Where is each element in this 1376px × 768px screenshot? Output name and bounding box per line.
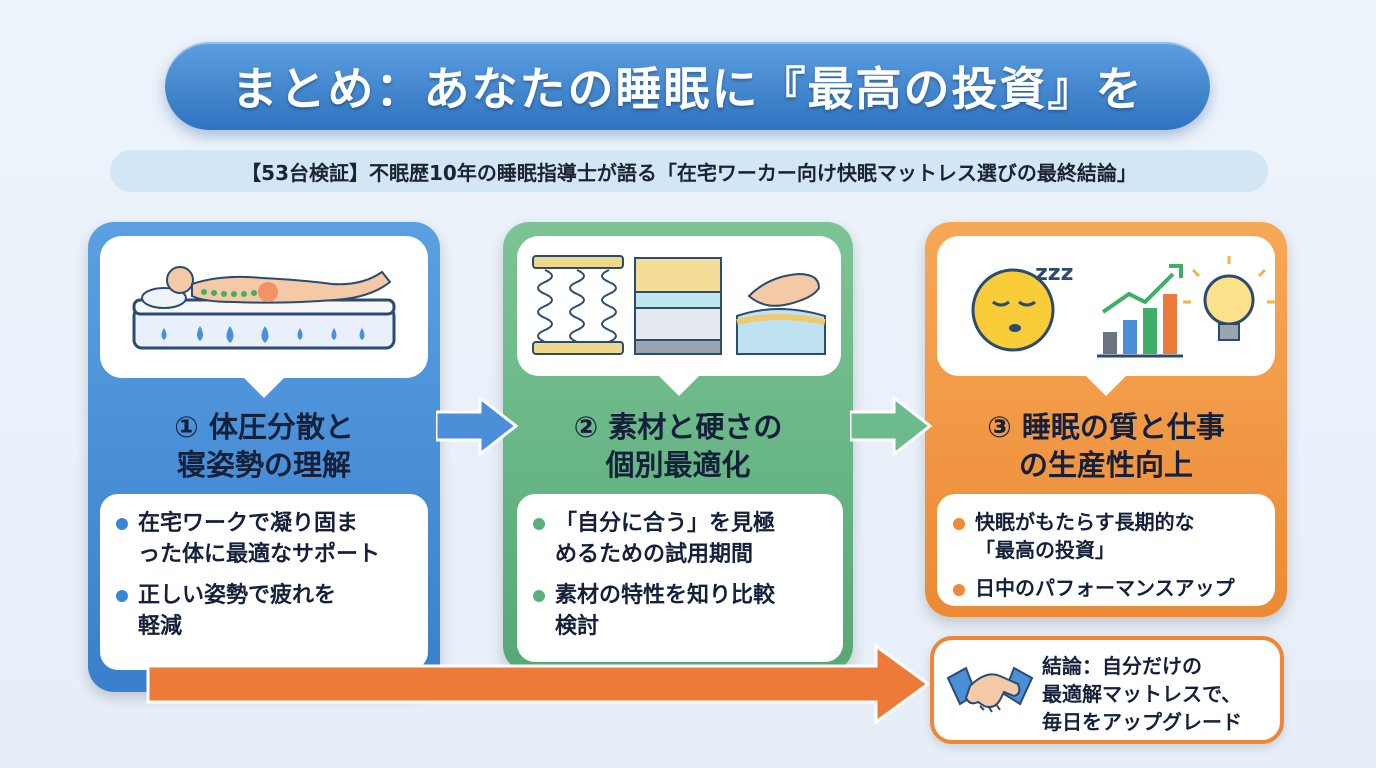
long-arrow-icon [146,643,931,725]
mattress-materials-icon [532,255,826,355]
card-sleep-productivity: zzz ③ 睡眠の質と仕事 の生産性向上 快眠がもたらす長期的な「最高の投資」 [925,222,1287,617]
bullet-dot [953,584,965,596]
handshake-icon [946,666,1034,713]
bullet-panel: 在宅ワークで凝り固まった体に最適なサポート 正しい姿勢で疲れを軽減 [100,494,428,670]
icon-panel [517,236,841,396]
card-heading: ② 素材と硬さの 個別最適化 [573,410,783,482]
bullet-dot [953,518,965,530]
arrow-right-icon [850,396,932,456]
bullet-dot [116,590,128,602]
card-body-pressure: ① 体圧分散と 寝姿勢の理解 在宅ワークで凝り固まった体に最適なサポート 正しい… [88,222,440,692]
body-on-mattress-icon [132,266,396,350]
page-title: まとめ：あなたの睡眠に『最高の投資』を [231,62,1144,116]
icon-panel: zzz [937,236,1275,396]
arrow-right-icon [436,396,518,456]
list-item: 「自分に合う」を見極めるための試用期間 [533,508,831,570]
bullet-dot [533,590,545,602]
page-subtitle: 【53台検証】不眠歴10年の睡眠指導士が語る「在宅ワーカー向け快眠マットレス選び… [241,160,1137,185]
title-banner: まとめ：あなたの睡眠に『最高の投資』を [165,42,1210,130]
list-item: 在宅ワークで凝り固まった体に最適なサポート [116,508,416,570]
sleep-productivity-icon: zzz [971,256,1275,358]
list-item: 日中のパフォーマンスアップ [953,574,1263,602]
list-item: 正しい姿勢で疲れを軽減 [116,580,416,642]
card-heading: ③ 睡眠の質と仕事 の生産性向上 [987,410,1225,482]
bullet-panel: 快眠がもたらす長期的な「最高の投資」 日中のパフォーマンスアップ [937,494,1275,606]
conclusion-box: 結論：自分だけの 最適解マットレスで、 毎日をアップグレード [930,636,1284,744]
card-heading: ① 体圧分散と 寝姿勢の理解 [174,410,354,482]
card-material-firmness: ② 素材と硬さの 個別最適化 「自分に合う」を見極めるための試用期間 素材の特性… [503,222,853,672]
icon-panel [100,236,428,398]
list-item: 快眠がもたらす長期的な「最高の投資」 [953,508,1263,564]
list-item: 素材の特性を知り比較検討 [533,580,831,642]
subtitle-banner: 【53台検証】不眠歴10年の睡眠指導士が語る「在宅ワーカー向け快眠マットレス選び… [110,150,1268,192]
bullet-panel: 「自分に合う」を見極めるための試用期間 素材の特性を知り比較検討 [517,494,843,662]
svg-text:zzz: zzz [1035,261,1073,286]
bullet-dot [116,518,128,530]
conclusion-text: 結論：自分だけの 最適解マットレスで、 毎日をアップグレード [1042,654,1242,734]
bullet-dot [533,518,545,530]
